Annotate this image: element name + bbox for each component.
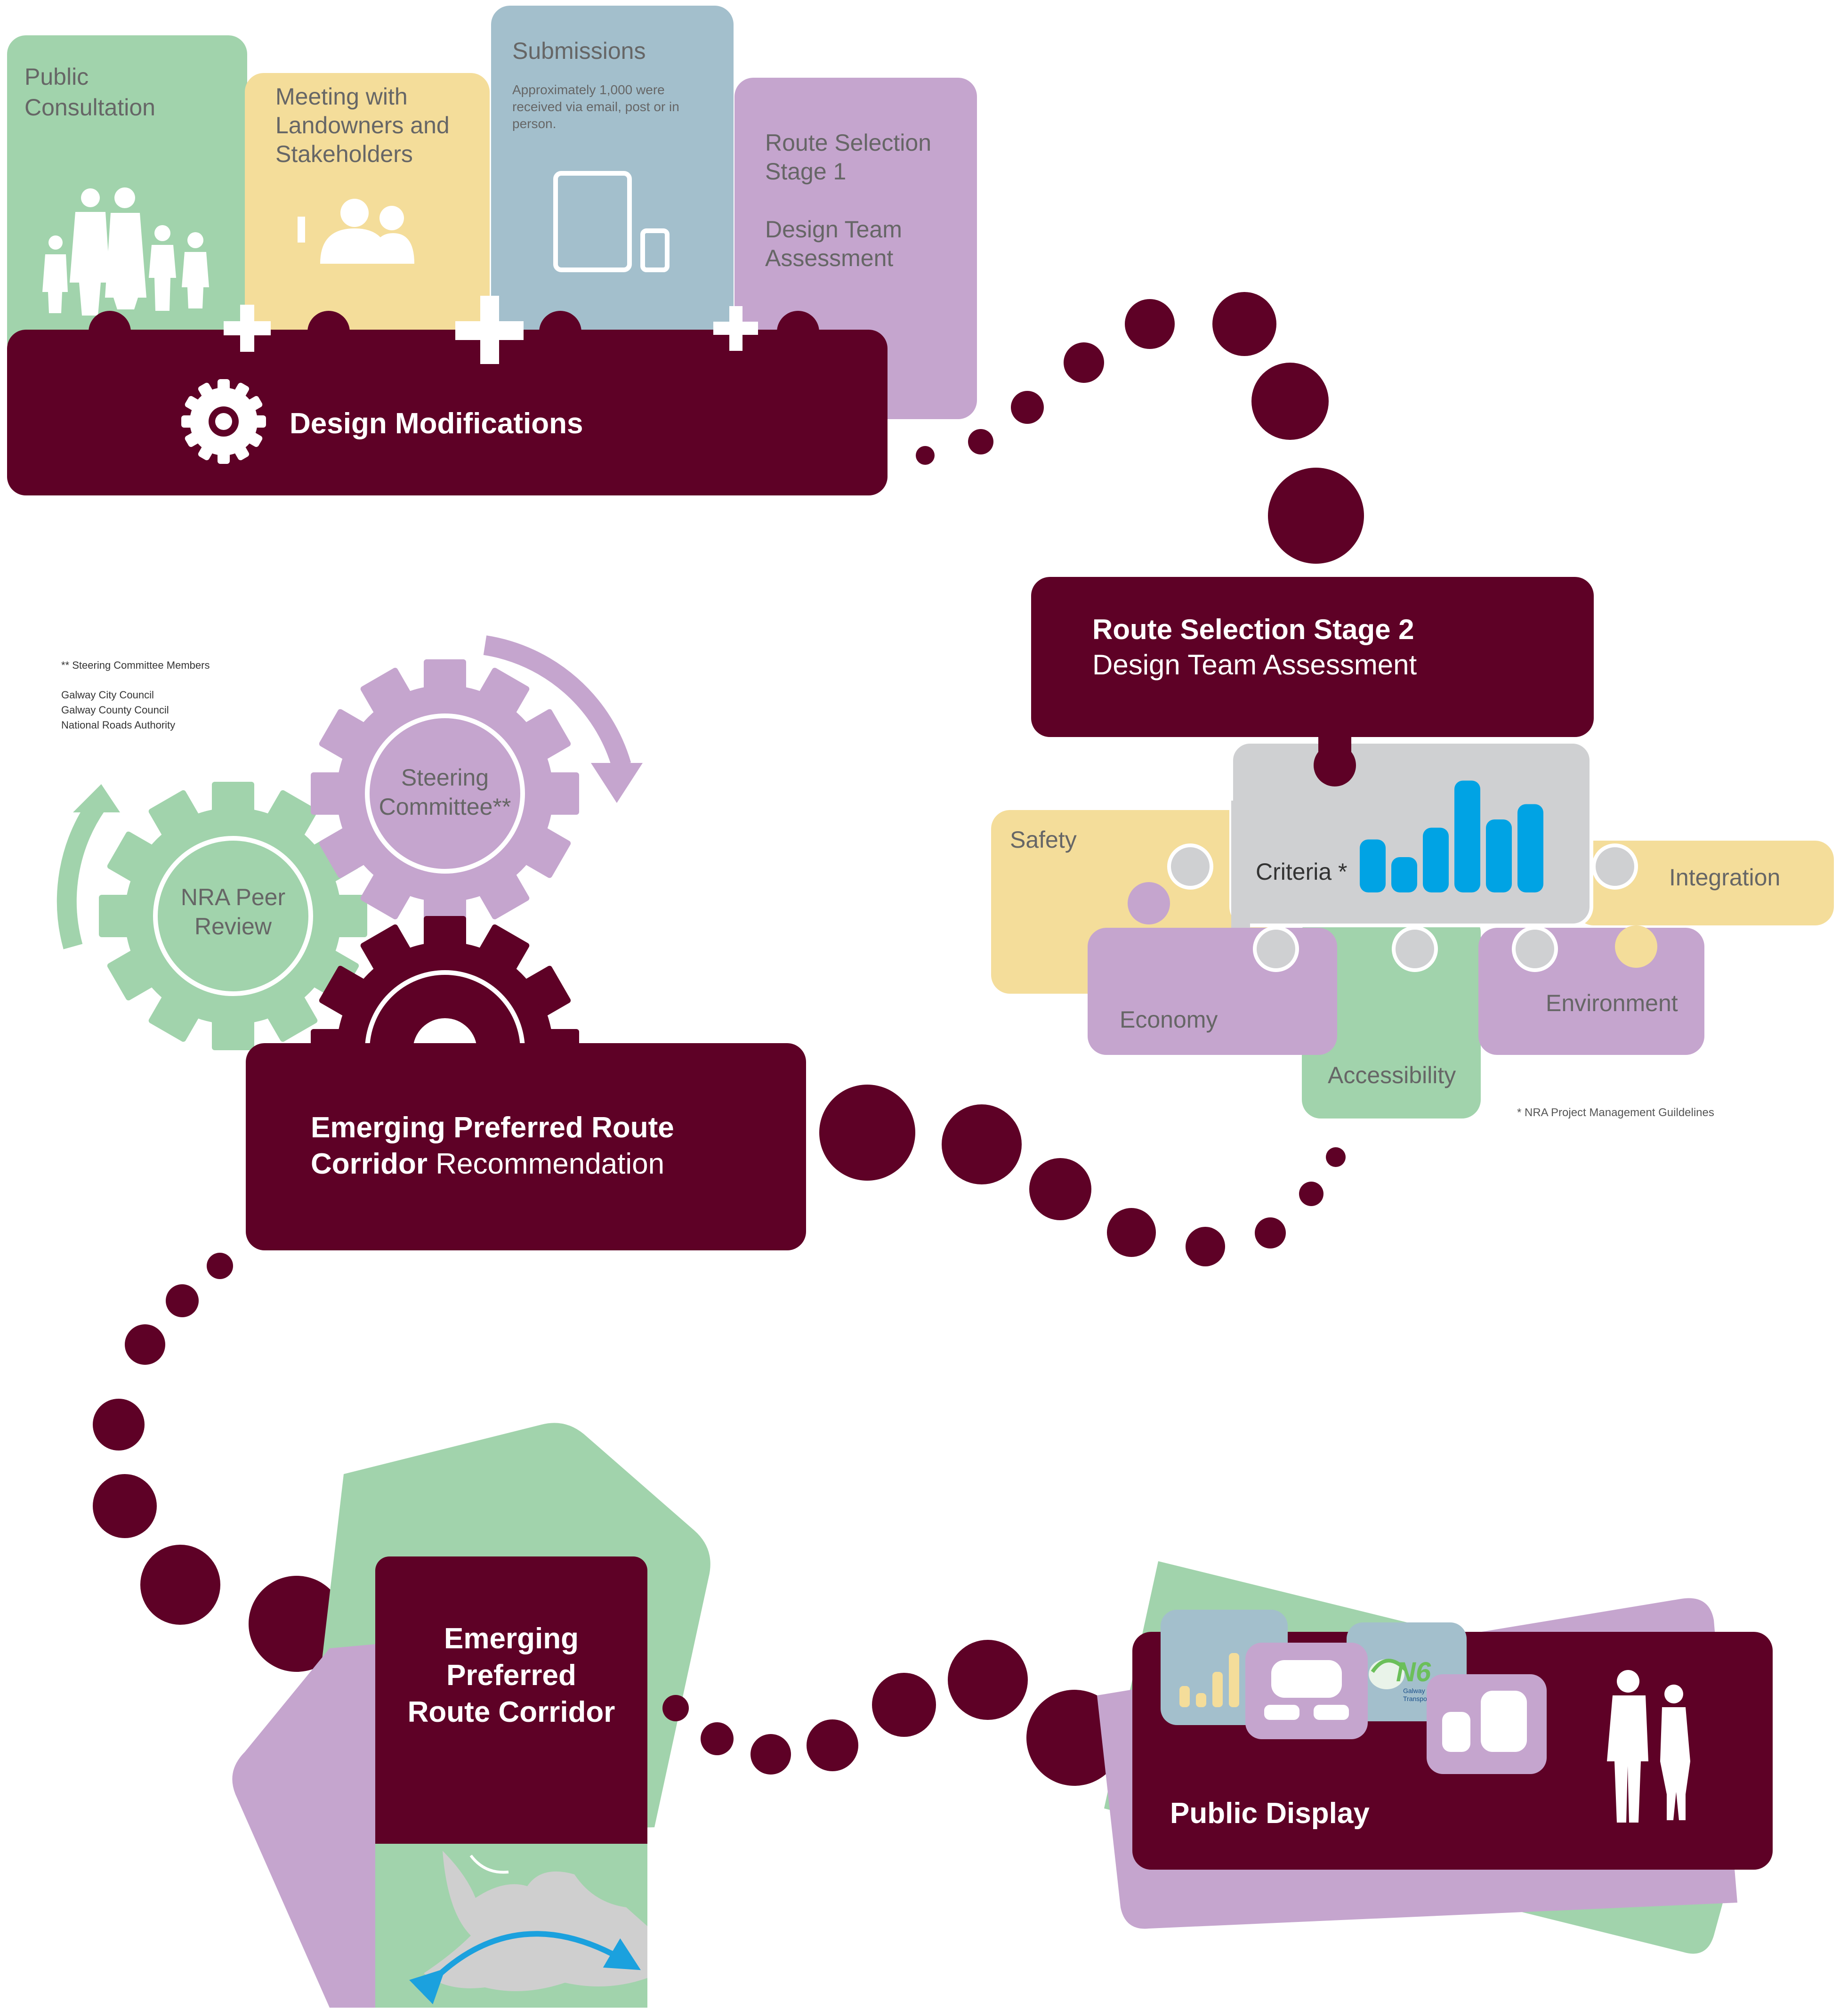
people-meeting-icon	[298, 199, 414, 264]
accessibility-piece	[1302, 914, 1481, 1118]
n6-logo-text: N6	[1396, 1657, 1431, 1687]
public-consultation-label-1: Public	[24, 64, 89, 90]
emerging-recommendation-line1: Emerging Preferred Route	[311, 1111, 674, 1144]
dotted-path-4	[662, 1640, 1122, 1786]
meeting-landowners-card: Meeting with Landowners and Stakeholders	[245, 73, 490, 360]
dotted-path-1	[916, 292, 1364, 564]
stage1-label-2: Stage 1	[765, 158, 846, 185]
stage2-subtitle: Design Team Assessment	[1092, 649, 1417, 681]
criteria-bar	[1360, 839, 1386, 892]
stage1-label-1: Route Selection	[765, 130, 931, 156]
corridor-label-2: Preferred	[446, 1659, 576, 1692]
emerging-recommendation-line2: Corridor Recommendation	[311, 1148, 664, 1180]
criteria-bar	[1391, 857, 1417, 892]
n6-logo-sub1: Galway C	[1403, 1687, 1432, 1694]
steering-rotation-arrow	[483, 635, 643, 803]
meeting-label-1: Meeting with	[275, 83, 408, 110]
public-consultation-card: Public Consultation	[7, 35, 247, 360]
nra-rotation-arrow	[56, 784, 120, 949]
steering-member-1: Galway City Council	[61, 689, 154, 701]
two-people-silhouette-icon	[1607, 1670, 1690, 1823]
steering-member-2: Galway County Council	[61, 704, 169, 716]
nra-peer-review-label-2: Review	[194, 913, 272, 940]
criteria-bar	[1423, 827, 1449, 892]
steering-committee-gear: Steering Committee**	[311, 659, 579, 928]
corridor-map	[375, 1844, 647, 2008]
dotted-path-3	[93, 1253, 345, 1672]
n6-logo-sub2: Transpo	[1403, 1695, 1427, 1702]
meeting-label-3: Stakeholders	[275, 141, 413, 167]
emerging-recommendation-box: Emerging Preferred Route Corridor Recomm…	[246, 1043, 806, 1250]
design-modifications-label: Design Modifications	[290, 407, 583, 440]
criteria-label: Criteria *	[1256, 859, 1347, 885]
submissions-note-1: Approximately 1,000 were	[512, 82, 665, 97]
criteria-bar	[1486, 819, 1512, 892]
corridor-label-1: Emerging	[444, 1622, 579, 1655]
gear-icon	[181, 379, 266, 464]
steering-committee-label-1: Steering	[401, 764, 489, 791]
corridor-arrow	[409, 1931, 641, 2004]
display-blocks-tile	[1427, 1674, 1547, 1774]
nra-peer-review-label-1: NRA Peer	[181, 884, 285, 910]
stage1-label-3: Design Team	[765, 216, 902, 243]
stage2-title: Route Selection Stage 2	[1092, 614, 1414, 645]
criteria-bar	[1517, 804, 1543, 892]
integration-label: Integration	[1669, 864, 1780, 891]
tablet-phone-icon	[553, 171, 670, 272]
steering-footnote-title: ** Steering Committee Members	[61, 659, 210, 671]
submissions-note-3: person.	[512, 116, 556, 131]
economy-piece	[1088, 928, 1337, 1055]
environment-label: Environment	[1546, 990, 1678, 1016]
criteria-puzzle: Safety Integration Accessibility Environ…	[991, 735, 1834, 1118]
family-icon	[42, 187, 209, 316]
display-layout-tile	[1245, 1643, 1368, 1739]
dotted-path-2	[819, 1085, 1346, 1266]
plus-icon	[224, 296, 758, 364]
meeting-label-2: Landowners and	[275, 112, 450, 138]
criteria-bar-chart-icon	[1360, 780, 1543, 892]
accessibility-label: Accessibility	[1328, 1062, 1456, 1088]
nra-peer-review-gear: NRA Peer Review	[99, 782, 367, 1050]
public-consultation-label-2: Consultation	[24, 94, 155, 121]
public-display-label: Public Display	[1170, 1797, 1370, 1830]
safety-label: Safety	[1010, 827, 1077, 853]
integration-piece	[1575, 841, 1834, 925]
route-selection-stage2-box: Route Selection Stage 2 Design Team Asse…	[1031, 577, 1594, 737]
steering-committee-label-2: Committee**	[379, 794, 511, 820]
criteria-bar	[1454, 780, 1480, 892]
design-modifications-bar: Design Modifications	[7, 296, 888, 495]
steering-member-3: National Roads Authority	[61, 719, 175, 731]
submissions-card: Submissions Approximately 1,000 were rec…	[491, 6, 734, 360]
economy-label: Economy	[1120, 1006, 1218, 1033]
submissions-note-2: received via email, post or in	[512, 99, 679, 114]
submissions-title: Submissions	[512, 38, 646, 64]
corridor-label-3: Route Corridor	[408, 1696, 615, 1728]
nra-guidelines-footnote: * NRA Project Management Guildelines	[1517, 1106, 1714, 1119]
bar-chart-icon	[1179, 1653, 1256, 1707]
stage1-label-4: Assessment	[765, 245, 893, 271]
